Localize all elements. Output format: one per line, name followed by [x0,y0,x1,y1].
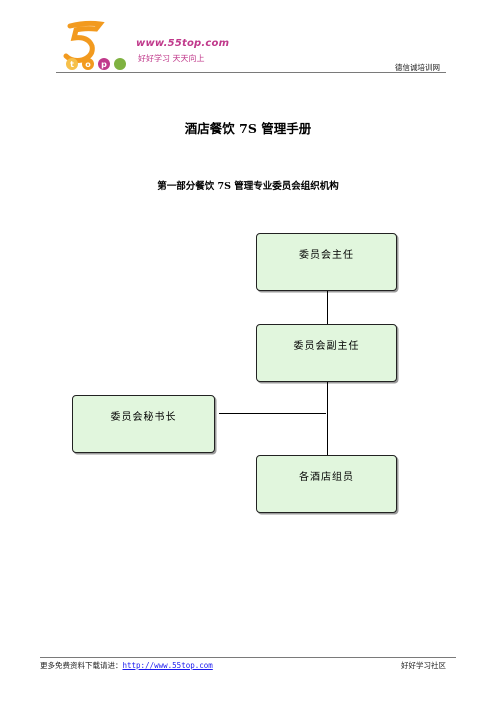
org-box-deputy-director: 委员会副主任 [256,324,397,382]
org-box-deputy-director-label: 委员会副主任 [293,341,360,352]
footer-community: 好好学习社区 [401,661,446,670]
document-title: 酒店餐饮 7S 管理手册 [184,121,312,136]
header-site-name: 德信诚培训网 [395,63,440,72]
connector-director-deputy [327,291,328,324]
footer-download-note: 更多免费资料下载请进：http://www.55top.com [40,660,213,671]
logo: t o p www.55top.com 好好学习 天天向上 [56,20,256,72]
svg-text:o: o [85,60,91,69]
footer-divider [40,657,456,658]
org-box-secretary-general-label: 委员会秘书长 [110,412,177,423]
logo-mark-icon: t o p [63,20,126,70]
footer-download-link[interactable]: http://www.55top.com [122,661,213,670]
svg-text:t: t [70,60,74,69]
connector-deputy-members [327,382,328,455]
org-box-director-label: 委员会主任 [299,250,354,261]
org-box-members: 各酒店组员 [256,455,397,513]
logo-slogan: 好好学习 天天向上 [138,54,205,63]
connector-secretary [219,413,326,414]
section-title: 第一部分餐饮 7S 管理专业委员会组织机构 [157,181,339,192]
logo-url: www.55top.com [136,38,230,49]
svg-text:p: p [101,60,107,69]
org-box-director: 委员会主任 [256,233,397,291]
org-box-secretary-general: 委员会秘书长 [72,395,215,453]
org-box-members-label: 各酒店组员 [299,472,354,483]
header-divider [56,72,446,73]
footer-download-prefix: 更多免费资料下载请进： [40,661,123,670]
